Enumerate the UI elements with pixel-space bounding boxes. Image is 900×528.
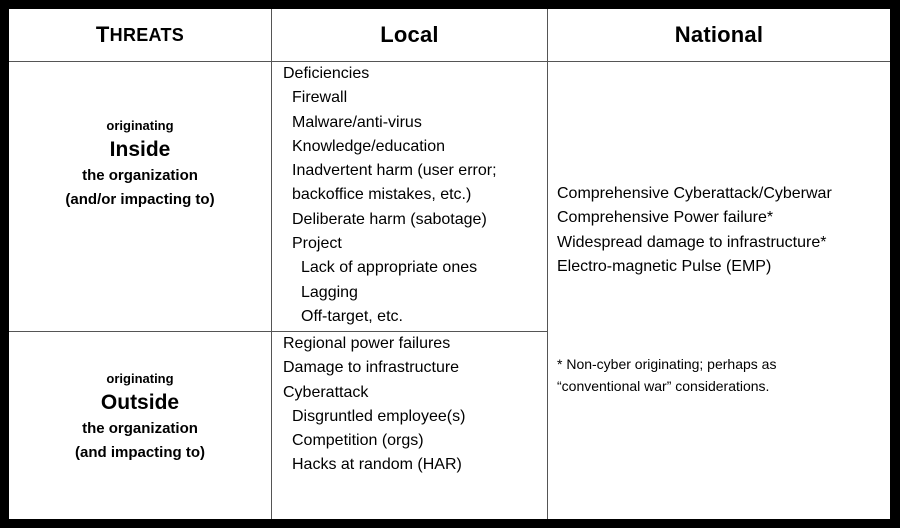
national-note: * Non-cyber originating; perhaps as “con… (548, 353, 890, 397)
inside-impact: (and/or impacting to) (65, 191, 215, 208)
national-item: Electro-magnetic Pulse (EMP) (557, 257, 772, 275)
list-item: Malware/anti-virus (292, 113, 422, 131)
list-item: Deficiencies (283, 65, 370, 82)
header-threats-rest: HREATS (109, 24, 185, 45)
list-item: Firewall (292, 89, 348, 107)
list-item: Regional power failures (283, 335, 451, 352)
inside-organization: the organization (82, 167, 198, 184)
national-item: Comprehensive Cyberattack/Cyberwar (557, 185, 832, 202)
divider (547, 9, 548, 519)
divider (9, 331, 548, 332)
outside-title: Outside (100, 391, 180, 414)
outside-originating: originating (106, 371, 174, 386)
list-item: Deliberate harm (sabotage) (292, 210, 487, 228)
header-threats-initial: T (95, 22, 110, 47)
national-note-line: * Non-cyber originating; perhaps as (557, 356, 777, 372)
list-item: Hacks at random (HAR) (292, 456, 462, 474)
divider (9, 61, 890, 62)
list-item: Competition (orgs) (292, 432, 424, 450)
national-item: Widespread damage to infrastructure* (557, 233, 827, 251)
list-item: Knowledge/education (292, 137, 446, 155)
inside-originating: originating (106, 118, 174, 133)
list-item: Project (292, 235, 342, 253)
list-item: Off-target, etc. (301, 307, 403, 325)
list-item: Lack of appropriate ones (301, 259, 478, 277)
national-item: Comprehensive Power failure* (557, 209, 774, 227)
inside-title: Inside (109, 138, 171, 161)
header-local: Local (380, 22, 439, 47)
list-item: Cyberattack (283, 383, 369, 401)
list-item: Lagging (301, 283, 358, 301)
divider (271, 9, 272, 519)
outside-impact: (and impacting to) (75, 444, 205, 461)
list-item: backoffice mistakes, etc.) (292, 186, 472, 204)
list-item: Inadvertent harm (user error; (292, 162, 497, 180)
inside-origin-cell: originating Inside the organization (and… (9, 62, 271, 258)
list-item: Damage to infrastructure (283, 359, 460, 377)
list-item: Disgruntled employee(s) (292, 407, 466, 425)
header-national: National (674, 22, 764, 47)
outside-origin-cell: originating Outside the organization (an… (9, 332, 271, 502)
national-note-line: “conventional war” considerations. (557, 378, 770, 394)
outside-organization: the organization (82, 420, 198, 437)
